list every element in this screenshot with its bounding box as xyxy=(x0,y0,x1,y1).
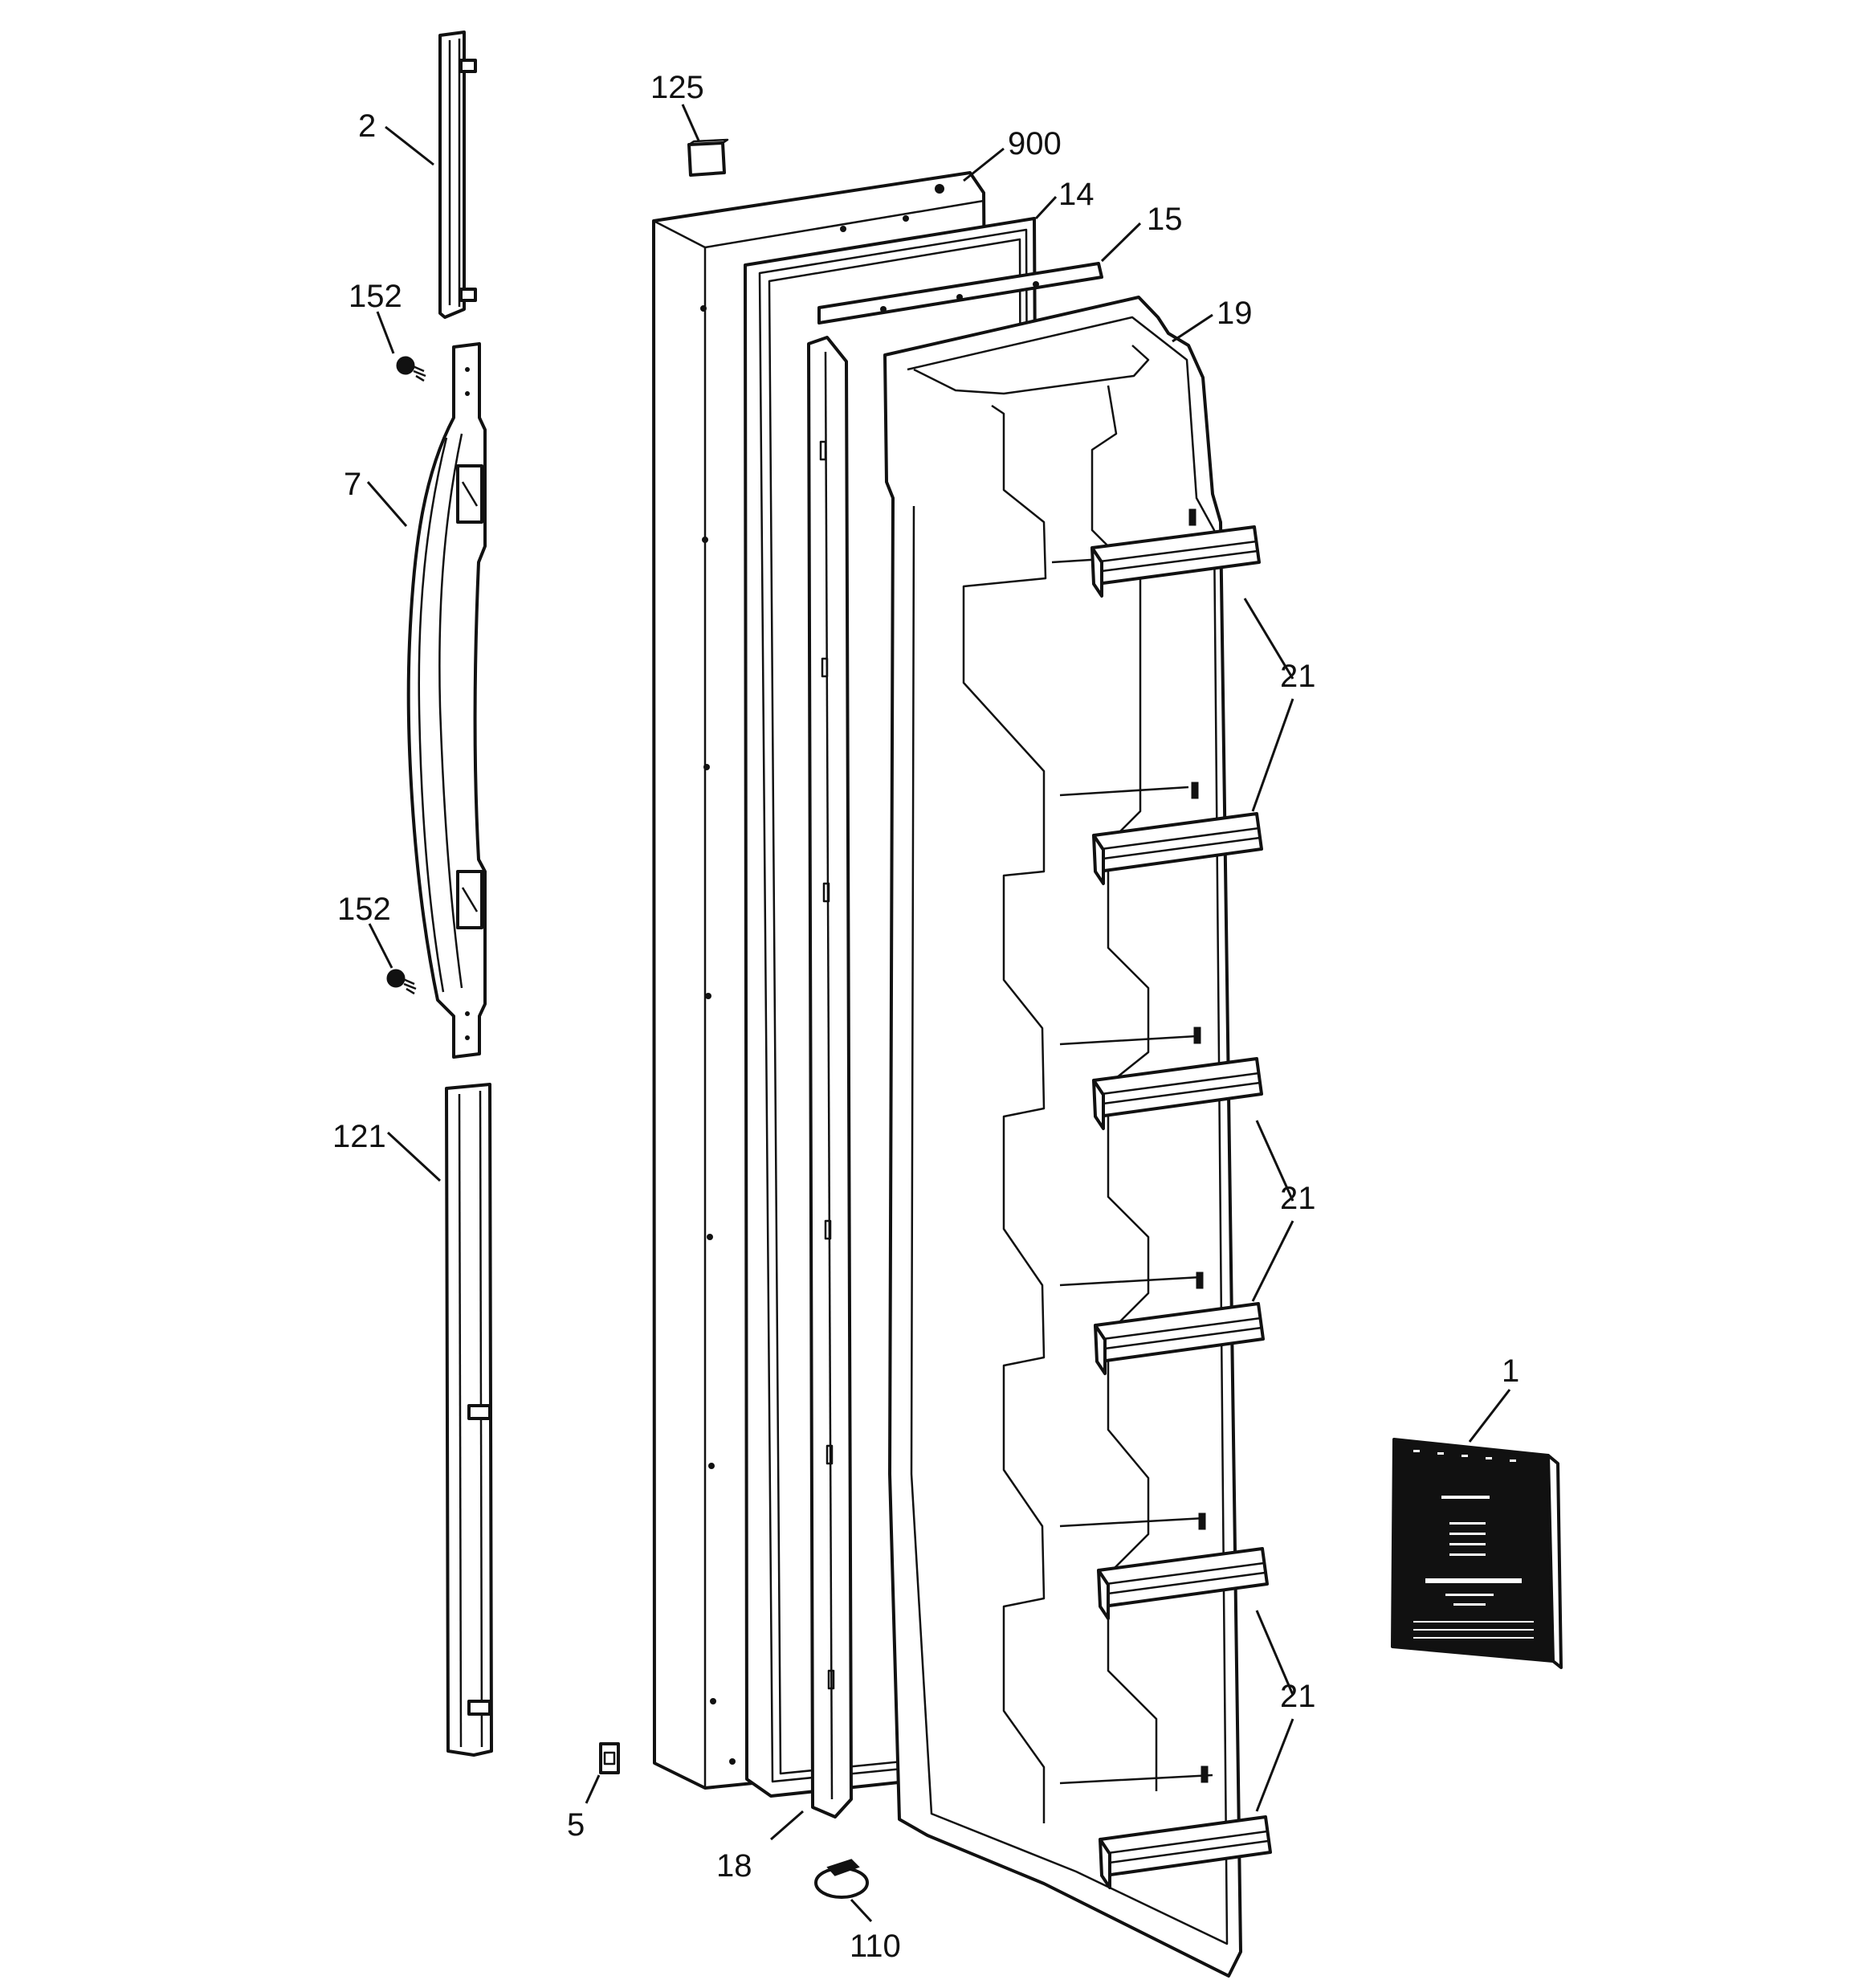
part-21-shelf-rail-2 xyxy=(1092,812,1263,885)
part-18-side-strip xyxy=(807,336,853,1819)
callout-7: 7 xyxy=(344,467,361,502)
part-152-screw-bottom xyxy=(386,969,417,995)
leader-lines xyxy=(366,104,1511,1923)
callout-110: 110 xyxy=(850,1929,901,1964)
part-19-door-liner xyxy=(883,296,1242,1978)
callout-21-top: 21 xyxy=(1280,659,1316,694)
callout-labels: 2 152 7 152 121 5 125 900 14 15 19 21 21… xyxy=(332,70,1519,1964)
booklet-cover-print xyxy=(1413,1450,1534,1639)
callout-125: 125 xyxy=(650,70,704,105)
part-15-top-strip xyxy=(817,262,1103,325)
side-strip-slots xyxy=(819,440,835,1690)
part-21-shelf-rail-4 xyxy=(1094,1302,1265,1375)
callout-5: 5 xyxy=(567,1807,585,1843)
callout-152-bottom: 152 xyxy=(337,892,391,927)
callout-21-middle: 21 xyxy=(1280,1181,1316,1216)
part-1-manual-booklet xyxy=(1391,1438,1563,1669)
callout-152-top: 152 xyxy=(349,279,402,314)
callout-18: 18 xyxy=(716,1848,752,1884)
part-21-shelf-rail-1 xyxy=(1090,525,1261,598)
part-7-handle xyxy=(406,342,487,1059)
part-21-shelf-rail-3 xyxy=(1092,1057,1263,1130)
callout-15: 15 xyxy=(1147,202,1183,237)
part-152-screw-top xyxy=(396,356,426,382)
callout-14: 14 xyxy=(1058,177,1095,212)
callout-1: 1 xyxy=(1502,1353,1519,1389)
callout-19: 19 xyxy=(1217,296,1253,331)
door-panel-holes xyxy=(700,215,909,1765)
callout-21-bottom: 21 xyxy=(1280,1679,1316,1714)
callout-2: 2 xyxy=(358,108,376,144)
part-21-shelf-rail-6 xyxy=(1099,1815,1272,1889)
part-21-shelf-rail-5 xyxy=(1097,1547,1269,1620)
part-110-door-stop xyxy=(814,1859,869,1899)
part-2-top-trim xyxy=(438,31,477,319)
callout-900: 900 xyxy=(1008,126,1062,161)
callout-121: 121 xyxy=(332,1119,386,1154)
part-121-lower-trim xyxy=(445,1083,493,1757)
part-125-plug xyxy=(687,138,729,177)
part-5-clip xyxy=(599,1742,620,1774)
